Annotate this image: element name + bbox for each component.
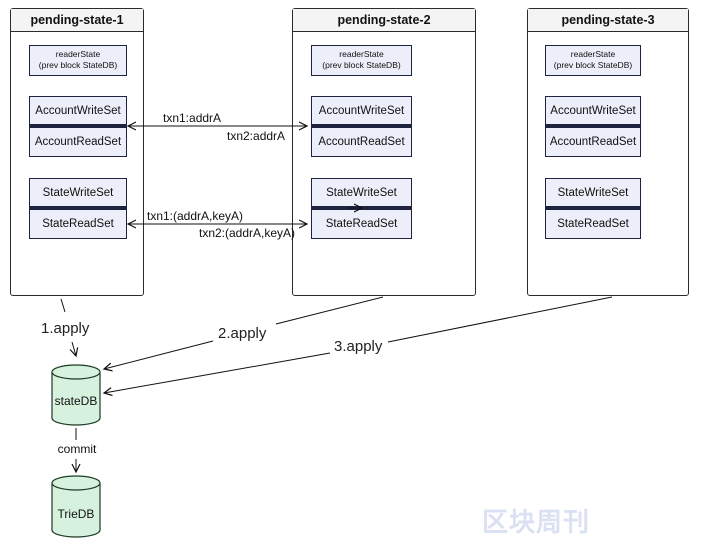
apply3-arrow — [104, 352, 331, 393]
pending-state-3-title: pending-state-3 — [528, 9, 688, 32]
account-txn2-label: txn2:addrA — [227, 129, 285, 143]
apply1-label: 1.apply — [41, 320, 90, 337]
triedb-label: TrieDB — [58, 507, 95, 521]
state-write-set-box: StateWriteSet — [545, 178, 641, 209]
apply1-arrow — [72, 341, 76, 356]
reader-state-box: readerState (prev block StateDB) — [29, 45, 127, 76]
state-read-set-box: StateReadSet — [29, 209, 127, 239]
account-read-set-box: AccountReadSet — [29, 127, 127, 157]
reader-state-label: readerState — [339, 49, 384, 59]
pending-state-3-panel: pending-state-3 readerState (prev block … — [527, 8, 689, 296]
apply1-line-top — [60, 298, 66, 313]
pending-state-1-title: pending-state-1 — [11, 9, 143, 32]
statedb-label: stateDB — [55, 394, 98, 408]
account-write-set-box: AccountWriteSet — [311, 96, 412, 127]
apply3-line-top — [387, 296, 613, 343]
state-txn2-label: txn2:(addrA,keyA) — [199, 226, 295, 240]
reader-state-label: readerState — [570, 49, 616, 59]
reader-state-box: readerState (prev block StateDB) — [311, 45, 412, 76]
triedb-cylinder: TrieDB — [51, 475, 101, 538]
state-write-set-box: StateWriteSet — [29, 178, 127, 209]
apply3-label: 3.apply — [334, 338, 383, 355]
reader-state-box: readerState (prev block StateDB) — [545, 45, 641, 76]
apply2-label: 2.apply — [218, 325, 267, 342]
pending-state-2-panel: pending-state-2 readerState (prev block … — [292, 8, 476, 296]
pending-state-1-panel: pending-state-1 readerState (prev block … — [10, 8, 144, 296]
account-write-set-box: AccountWriteSet — [29, 96, 127, 127]
reader-state-sublabel: (prev block StateDB) — [38, 60, 118, 70]
account-read-set-box: AccountReadSet — [311, 127, 412, 157]
statedb-cylinder: stateDB — [51, 364, 101, 426]
state-txn1-label: txn1:(addrA,keyA) — [147, 209, 243, 223]
reader-state-sublabel: (prev block StateDB) — [322, 60, 401, 70]
watermark-logo: 区块周刊 — [482, 508, 591, 538]
state-read-set-box: StateReadSet — [545, 209, 641, 239]
reader-state-label: readerState — [55, 49, 101, 59]
apply2-line-top — [275, 296, 384, 325]
account-read-set-box: AccountReadSet — [545, 127, 641, 157]
apply2-arrow — [104, 340, 214, 369]
account-txn1-label: txn1:addrA — [163, 111, 221, 125]
commit-label: commit — [58, 442, 97, 456]
account-write-set-box: AccountWriteSet — [545, 96, 641, 127]
pending-state-2-title: pending-state-2 — [293, 9, 475, 32]
reader-state-sublabel: (prev block StateDB) — [553, 60, 633, 70]
